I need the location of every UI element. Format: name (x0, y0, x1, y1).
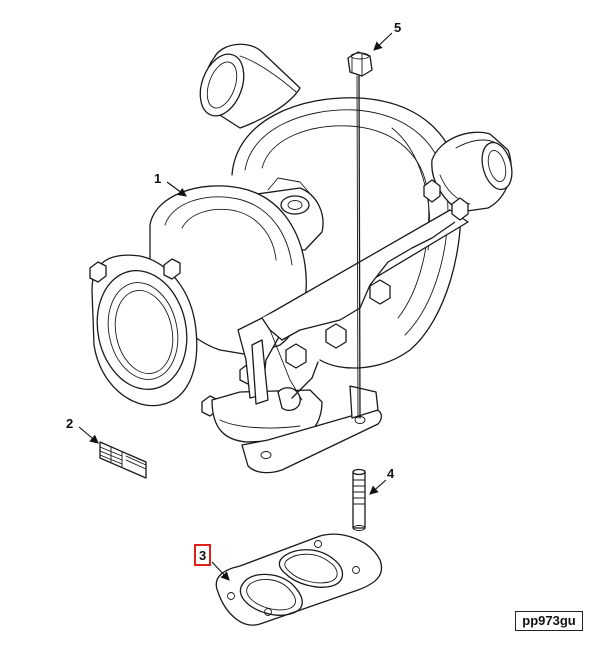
turbine-housing (89, 185, 323, 443)
callout-number-5: 5 (394, 20, 401, 35)
turbine-outlet-flange (241, 385, 383, 474)
actuator-bracket (237, 179, 469, 412)
callout-4: 4 (369, 466, 395, 495)
compressor-housing (199, 43, 513, 369)
callout-5: 5 (373, 20, 401, 51)
gasket-part-3 (215, 533, 383, 626)
callout-number-2: 2 (66, 416, 73, 431)
callout-number-1: 1 (154, 171, 161, 186)
callout-3: 3 (194, 544, 230, 581)
reference-code-box: pp973gu (515, 611, 583, 631)
callout-1: 1 (154, 171, 187, 197)
callout-number-3: 3 (199, 548, 206, 563)
callout-number-4: 4 (387, 466, 395, 481)
stud-part-4 (352, 468, 366, 531)
highlight-box (194, 544, 211, 566)
nut-part-5 (347, 51, 373, 419)
label-part-2 (99, 441, 147, 479)
callout-2: 2 (66, 416, 99, 444)
